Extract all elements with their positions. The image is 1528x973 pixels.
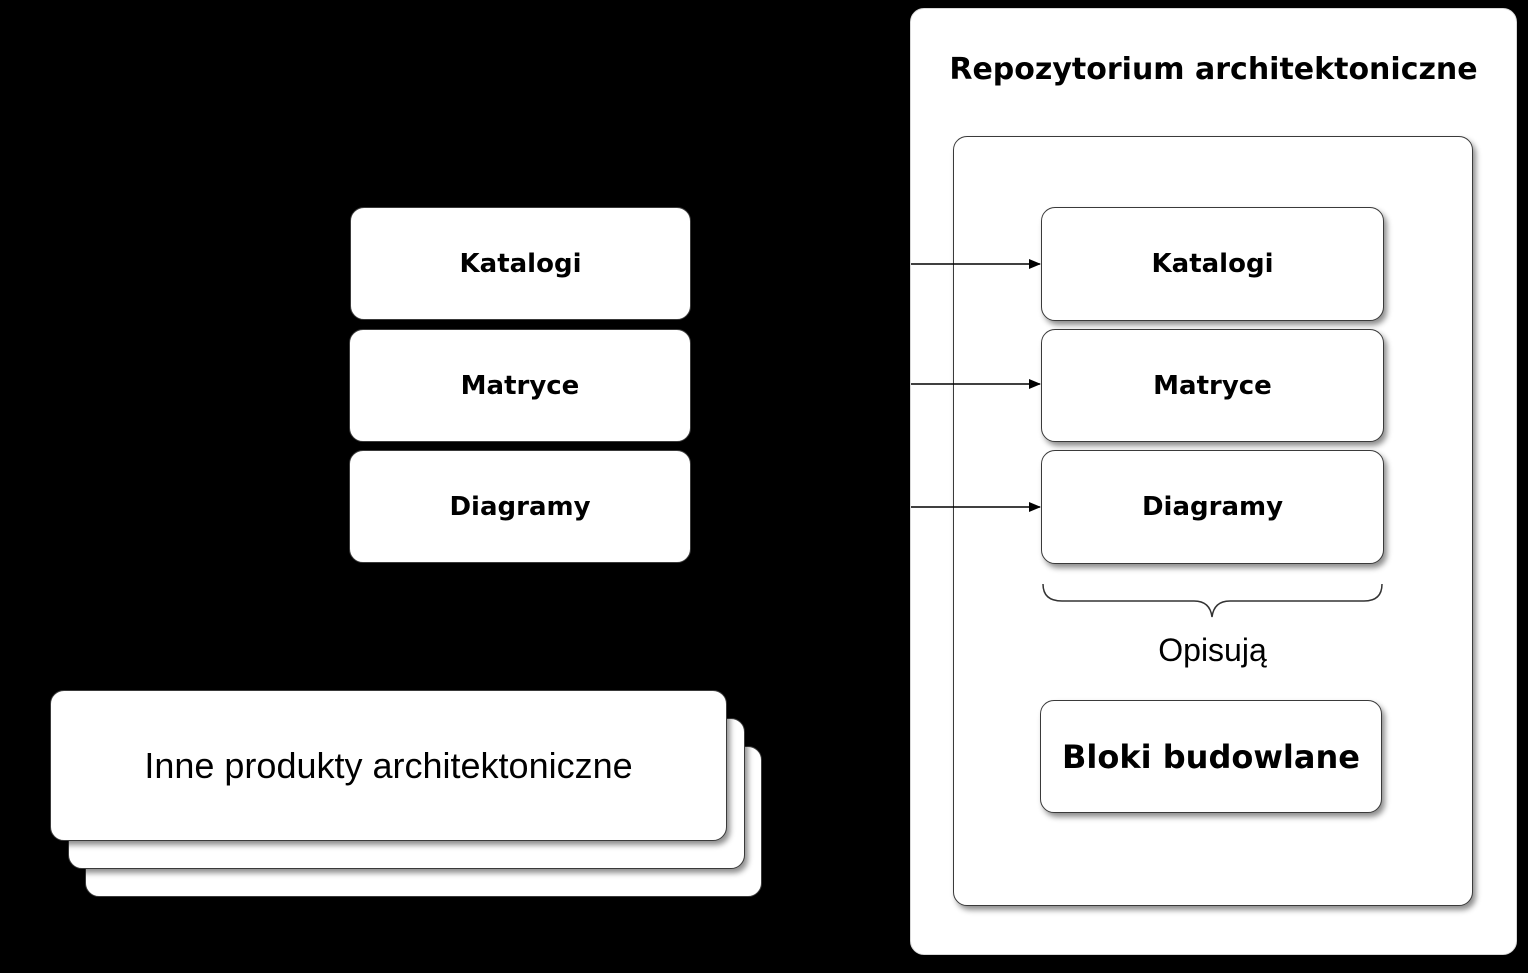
repo-matryce-box: Matryce: [1041, 329, 1384, 442]
building-blocks-box: Bloki budowlane: [1040, 700, 1382, 813]
repo-katalogi-box: Katalogi: [1041, 207, 1384, 321]
left-katalogi-box: Katalogi: [350, 207, 691, 320]
building-blocks-label: Bloki budowlane: [1062, 737, 1360, 776]
other-products-label: Inne produkty architektoniczne: [144, 744, 633, 786]
repo-diagramy-label: Diagramy: [1141, 492, 1284, 522]
left-diagramy-label: Diagramy: [449, 491, 591, 522]
other-products-box: Inne produkty architektoniczne: [50, 690, 727, 841]
repository-title: Repozytorium architektoniczne: [949, 52, 1478, 87]
repo-katalogi-label: Katalogi: [1151, 249, 1274, 279]
repo-matryce-label: Matryce: [1153, 370, 1272, 401]
brace-label: Opisują: [1158, 632, 1267, 668]
repo-diagramy-box: Diagramy: [1041, 450, 1384, 564]
left-matryce-label: Matryce: [460, 370, 580, 401]
left-katalogi-label: Katalogi: [459, 248, 582, 279]
left-matryce-box: Matryce: [349, 329, 691, 442]
left-diagramy-box: Diagramy: [349, 450, 691, 563]
